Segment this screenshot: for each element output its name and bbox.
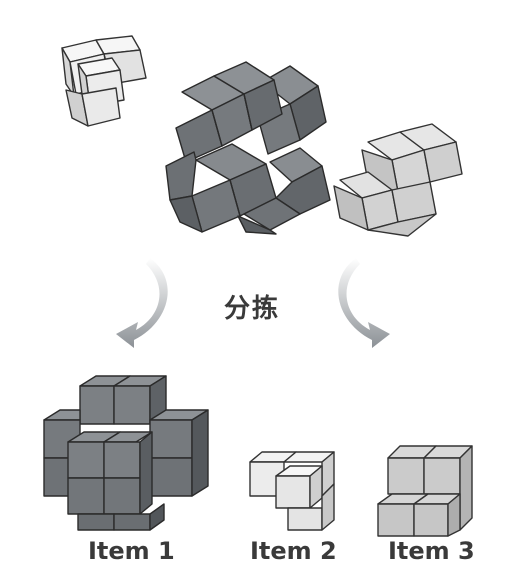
item-1-piece bbox=[44, 376, 208, 530]
source-piece-medium bbox=[334, 124, 462, 236]
item-3-label: Item 3 bbox=[388, 537, 475, 565]
item-2-piece bbox=[250, 452, 334, 530]
item-2-label: Item 2 bbox=[250, 537, 337, 565]
item-1-label: Item 1 bbox=[88, 537, 175, 565]
source-piece-large bbox=[166, 62, 330, 234]
sort-label: 分拣 bbox=[224, 288, 280, 325]
item-3-piece bbox=[378, 446, 472, 536]
arrow-left-icon bbox=[116, 258, 168, 348]
arrow-right-icon bbox=[338, 258, 390, 348]
source-piece-small bbox=[62, 36, 146, 126]
